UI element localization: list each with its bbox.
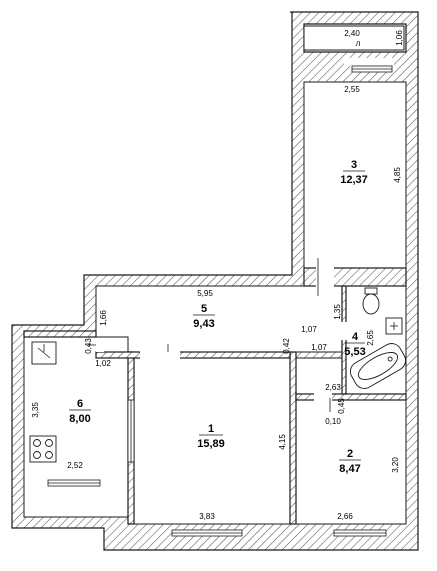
- dim-label: 3,20: [391, 457, 400, 473]
- room-labels: 3 12,37 5 9,43 4 5,53 6 8,00 1 15,89 2 8…: [69, 39, 368, 475]
- door-hall-2: [314, 393, 332, 401]
- room-3-number: 3: [351, 159, 357, 171]
- dim-label: 3,35: [31, 402, 40, 418]
- room-6-area: 8,00: [69, 413, 90, 425]
- room-6-number: 6: [77, 398, 83, 410]
- dim-label: 2,65: [366, 330, 375, 346]
- room-5-number: 5: [201, 303, 207, 315]
- toilet-icon: [362, 293, 380, 315]
- dim-label: 1,02: [95, 359, 111, 368]
- room-6-floor: [23, 336, 129, 518]
- room-1-area: 15,89: [197, 438, 225, 450]
- dim-label: 0,43: [84, 338, 93, 354]
- dim-label: 4,15: [278, 434, 287, 450]
- room-4-area: 5,53: [344, 346, 365, 358]
- dim-label: 1,66: [99, 310, 108, 326]
- bathtub-icon: [349, 343, 407, 389]
- doors: [88, 58, 394, 412]
- wall-1-2: [289, 351, 297, 525]
- dim-label: 3,83: [199, 512, 215, 521]
- dim-label: 2,52: [67, 461, 83, 470]
- dim-label: 2,66: [337, 512, 353, 521]
- door-balcony: [344, 58, 394, 66]
- dim-label: 1,07: [311, 343, 327, 352]
- balcony-label: л: [356, 39, 361, 48]
- dim-label: 2,40: [344, 29, 360, 38]
- dim-label: 2,55: [344, 85, 360, 94]
- dim-label: 5,95: [197, 289, 213, 298]
- room-3-area: 12,37: [340, 174, 368, 186]
- door-5-4: [341, 322, 347, 340]
- stove-icon: [29, 435, 57, 463]
- dim-label: 0,42: [282, 338, 291, 354]
- balcony-floor: [303, 25, 405, 51]
- dim-label: 1,06: [395, 30, 404, 46]
- room-2-area: 8,47: [339, 463, 360, 475]
- dim-label: 1,35: [333, 304, 342, 320]
- door-5-3: [316, 266, 334, 288]
- windows: [47, 65, 393, 537]
- wall-6-top: [23, 330, 97, 338]
- wall-5-bottom: [95, 351, 291, 359]
- dim-label: 4,85: [393, 167, 402, 183]
- door-5-1: [140, 351, 180, 359]
- room-1-number: 1: [208, 423, 214, 435]
- room-5-area: 9,43: [193, 318, 214, 330]
- dim-label: 2,63: [325, 383, 341, 392]
- fixtures: [29, 287, 407, 463]
- hall-nook-floor: [295, 357, 343, 395]
- dim-label: 1,07: [301, 325, 317, 334]
- room-4-number: 4: [352, 331, 359, 343]
- dim-label: 0,45: [337, 398, 346, 414]
- door-5-6: [96, 338, 104, 352]
- room-2-floor: [295, 399, 407, 525]
- dim-label: 0,10: [325, 417, 341, 426]
- dimension-labels: 2,40 1,06 2,55 4,85 5,95 1,66 1,35 1,07 …: [31, 29, 404, 521]
- wall-2-top: [295, 393, 407, 401]
- room-2-number: 2: [347, 448, 353, 460]
